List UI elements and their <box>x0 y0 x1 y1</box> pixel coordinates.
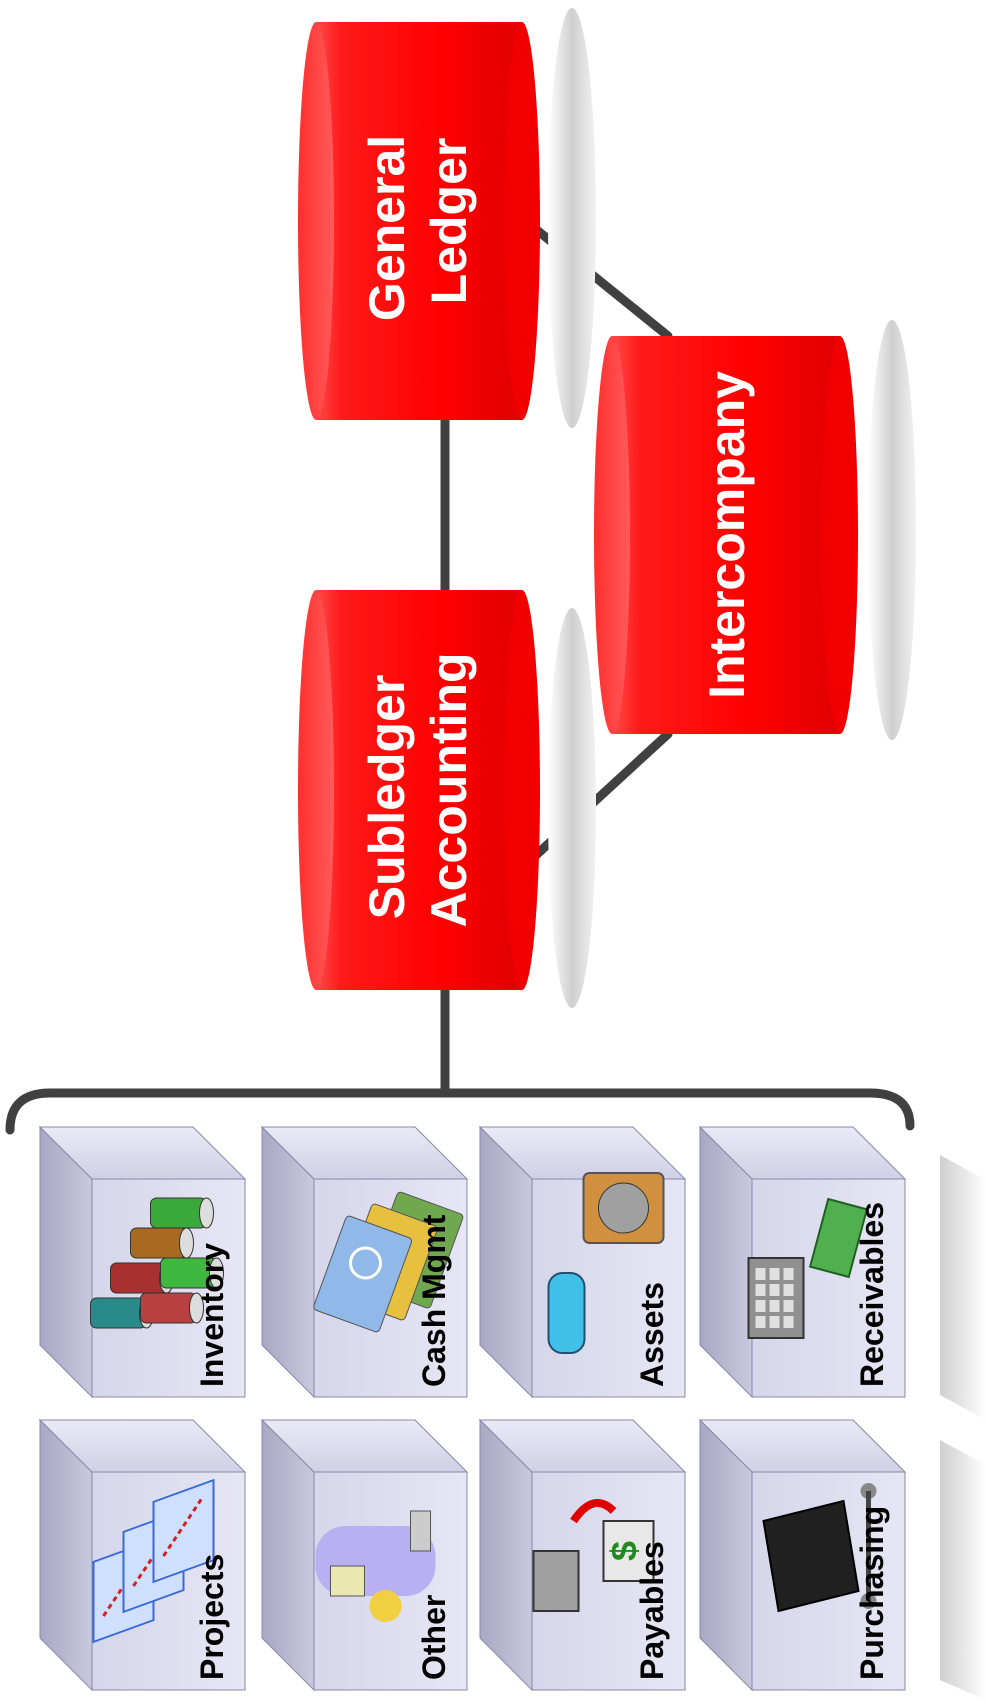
cash-label: Cash Mgmt <box>416 1214 452 1387</box>
module-projects: Projects <box>38 1418 247 1692</box>
oil-barrels-icon <box>90 1197 224 1329</box>
assets-label: Assets <box>634 1282 670 1387</box>
projects-label: Projects <box>194 1554 230 1680</box>
other-label: Other <box>416 1595 452 1680</box>
modules-bracket <box>5 1088 915 1135</box>
gl-label-line-2: Ledger <box>421 138 477 305</box>
ic-shadow <box>868 320 916 740</box>
payment-transfer-icon: $ <box>532 1499 655 1612</box>
module-inventory: Inventory <box>38 1125 247 1399</box>
module-cash: Cash Mgmt <box>260 1125 469 1399</box>
sla-label-line-2: Accounting <box>421 653 477 928</box>
gl-shadow <box>548 8 596 428</box>
inventory-label: Inventory <box>194 1243 230 1387</box>
ic-label: Intercompany <box>699 371 755 699</box>
modules-shadow-upper <box>940 1155 986 1420</box>
module-receivables: Receivables <box>698 1125 907 1399</box>
module-purchasing: Purchasing <box>698 1418 907 1692</box>
svg-text:$: $ <box>604 1541 645 1561</box>
general-ledger-database: General Ledger <box>298 22 540 420</box>
svg-text:Intercompany: Intercompany <box>699 371 755 699</box>
sla-shadow <box>548 608 596 1008</box>
module-assets: Assets <box>478 1125 687 1399</box>
cash-register-icon <box>747 1197 869 1339</box>
intercompany-database: Intercompany <box>594 336 858 734</box>
banknotes-icon <box>313 1191 464 1333</box>
car-building-icon <box>547 1172 665 1354</box>
svg-text:General Ledger: General Ledger <box>359 121 477 321</box>
svg-text:Subledger Accounting: Subledger Accounting <box>359 653 477 928</box>
sla-label-line-1: Subledger <box>359 675 415 919</box>
purchasing-label: Purchasing <box>854 1506 890 1680</box>
gl-label-line-1: General <box>359 135 415 321</box>
modules-shadow-lower <box>940 1440 986 1700</box>
purchase-cart-icon <box>762 1483 877 1613</box>
module-other: Other <box>260 1418 469 1692</box>
subledger-accounting-database: Subledger Accounting <box>298 590 540 990</box>
person-documents-icon <box>315 1510 436 1622</box>
gantt-chart-icon <box>92 1478 215 1644</box>
payables-label: Payables <box>634 1541 670 1680</box>
module-payables: $Payables <box>478 1418 687 1692</box>
receivables-label: Receivables <box>854 1202 890 1387</box>
